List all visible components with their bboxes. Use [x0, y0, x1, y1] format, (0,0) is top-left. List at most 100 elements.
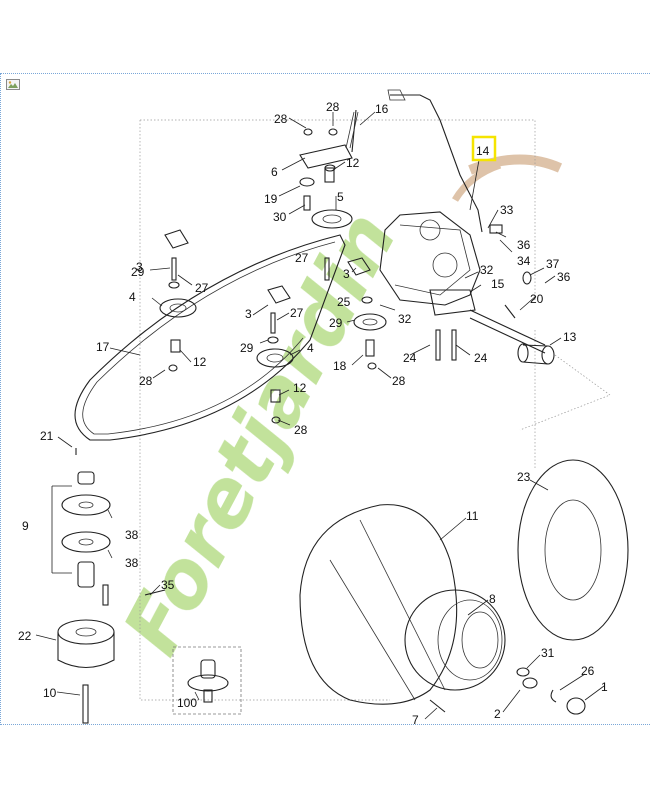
highlight-box: [471, 135, 497, 162]
callout-37[interactable]: 37: [546, 257, 560, 271]
callout-27[interactable]: 27: [290, 306, 304, 320]
callout-7[interactable]: 7: [412, 713, 419, 727]
nut-28d: [367, 362, 377, 370]
callout-35[interactable]: 35: [161, 578, 175, 592]
pulley-100: [187, 674, 229, 692]
hub-cap: [77, 471, 95, 485]
callout-31[interactable]: 31: [541, 646, 555, 660]
callout-5[interactable]: 5: [337, 190, 344, 204]
callout-22[interactable]: 22: [18, 629, 32, 643]
callout-28[interactable]: 28: [139, 374, 153, 388]
clip-37: [522, 271, 532, 285]
callout-6[interactable]: 6: [271, 165, 278, 179]
callout-8[interactable]: 8: [489, 592, 496, 606]
callout-36[interactable]: 36: [557, 270, 571, 284]
clip-26: [550, 689, 557, 703]
transmission: [379, 211, 481, 306]
assembly-outline: [139, 119, 536, 701]
spacer-18: [365, 339, 375, 357]
callout-20[interactable]: 20: [530, 292, 544, 306]
callout-19[interactable]: 19: [264, 192, 278, 206]
callout-26[interactable]: 26: [581, 664, 595, 678]
callout-13[interactable]: 13: [563, 330, 577, 344]
rim-8: [404, 589, 506, 691]
bracket-3a: [164, 229, 189, 249]
callout-10[interactable]: 10: [43, 686, 57, 700]
pulley-4a: [159, 298, 197, 318]
callout-28[interactable]: 28: [326, 100, 340, 114]
callout-25[interactable]: 25: [337, 295, 351, 309]
bolt-10: [82, 684, 89, 724]
callout-34[interactable]: 34: [517, 254, 531, 268]
callout-28[interactable]: 28: [392, 374, 406, 388]
callout-3[interactable]: 3: [245, 307, 252, 321]
callout-1[interactable]: 1: [601, 680, 608, 694]
callout-29[interactable]: 29: [131, 265, 145, 279]
image-frame: [0, 73, 650, 725]
callout-16[interactable]: 16: [375, 102, 389, 116]
cap-1: [566, 697, 586, 715]
image-icon: [6, 79, 20, 90]
callout-4[interactable]: 4: [129, 290, 136, 304]
callout-17[interactable]: 17: [96, 340, 110, 354]
tyre: [299, 504, 458, 705]
callout-14[interactable]: 14: [476, 144, 490, 158]
nut-28a: [303, 128, 313, 136]
callout-38[interactable]: 38: [125, 528, 139, 542]
pulley-5: [311, 209, 353, 229]
callout-2[interactable]: 2: [494, 707, 501, 721]
callout-33[interactable]: 33: [500, 203, 514, 217]
axle-guide: [519, 354, 611, 431]
nut-28e: [271, 416, 281, 424]
key-7: [429, 699, 446, 713]
nut-28c: [168, 364, 178, 372]
callout-30[interactable]: 30: [273, 210, 287, 224]
detail-box: [172, 646, 242, 715]
callout-23[interactable]: 23: [517, 470, 531, 484]
leader-lines: [35, 111, 605, 720]
spacer-12b: [170, 339, 181, 353]
callout-32[interactable]: 32: [480, 263, 494, 277]
bolt-27b: [270, 312, 276, 334]
callout-36[interactable]: 36: [517, 238, 531, 252]
axle: [469, 309, 546, 354]
callout-12[interactable]: 12: [193, 355, 207, 369]
control-rod: [390, 94, 483, 233]
callout-24[interactable]: 24: [403, 351, 417, 365]
callout-38[interactable]: 38: [125, 556, 139, 570]
callout-21[interactable]: 21: [40, 429, 54, 443]
pulley-4b: [256, 348, 294, 368]
callout-28[interactable]: 28: [294, 423, 308, 437]
callout-100[interactable]: 100: [177, 696, 197, 710]
callout-27[interactable]: 27: [195, 281, 209, 295]
callout-12[interactable]: 12: [293, 381, 307, 395]
callout-18[interactable]: 18: [333, 359, 347, 373]
nut-28b: [328, 128, 338, 136]
plate-38a: [61, 494, 111, 516]
bolt-27c: [324, 257, 330, 281]
callout-24[interactable]: 24: [474, 351, 488, 365]
pulley-29b: [353, 313, 387, 331]
bracket-3b: [267, 285, 291, 304]
callout-28[interactable]: 28: [274, 112, 288, 126]
bracket-34: [489, 224, 503, 234]
sleeve-13: [522, 344, 549, 365]
callout-29[interactable]: 29: [329, 316, 343, 330]
shaft-sleeve: [77, 561, 95, 588]
callout-29[interactable]: 29: [240, 341, 254, 355]
spacer-12a: [324, 167, 335, 183]
bolt-24b: [451, 329, 457, 361]
callout-12[interactable]: 12: [346, 156, 360, 170]
callout-11[interactable]: 11: [466, 509, 479, 523]
pin-20: [504, 304, 516, 319]
washer-31: [516, 667, 530, 677]
callout-9[interactable]: 9: [22, 519, 29, 533]
callout-32[interactable]: 32: [398, 312, 412, 326]
callout-3[interactable]: 3: [136, 260, 143, 274]
callout-15[interactable]: 15: [491, 277, 505, 291]
callout-labels: 28 28 16 6 12 19 30 5 14 33 36 34 37 36 …: [18, 100, 608, 727]
callout-3[interactable]: 3: [343, 267, 350, 281]
callout-27[interactable]: 27: [295, 251, 309, 265]
callout-4[interactable]: 4: [307, 341, 314, 355]
inner-tube: [517, 459, 629, 641]
